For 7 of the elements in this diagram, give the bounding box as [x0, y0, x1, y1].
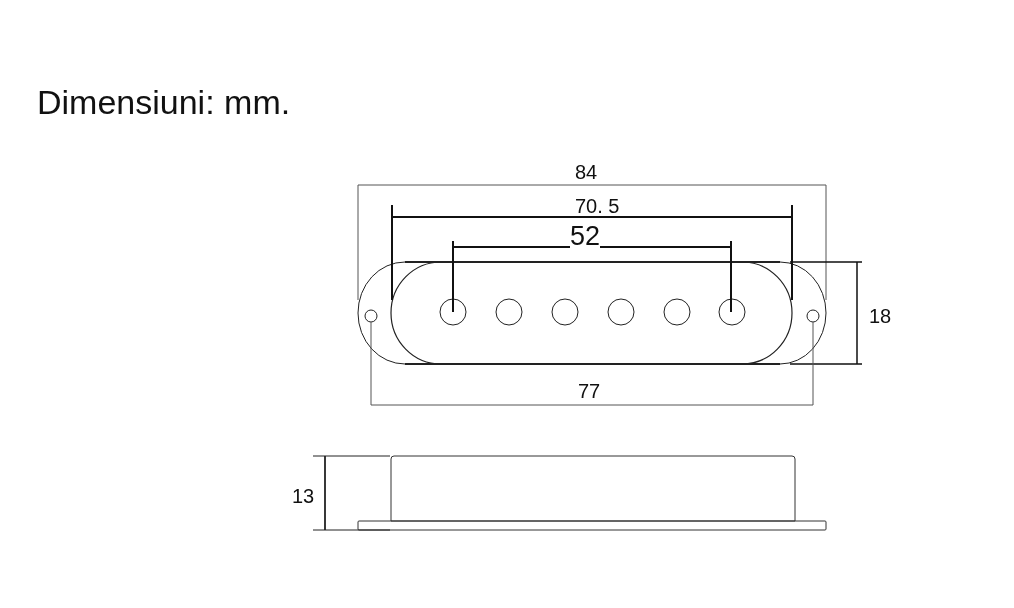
dimension-label: 13: [292, 486, 315, 506]
dimension-label: 70. 5: [575, 196, 620, 216]
dimension-label: 52: [570, 223, 601, 250]
page-title: Dimensiuni: mm.: [37, 85, 291, 119]
dimension-label: 77: [578, 381, 601, 401]
dimension-label: 84: [575, 162, 598, 182]
dimension-label: 18: [869, 306, 892, 326]
